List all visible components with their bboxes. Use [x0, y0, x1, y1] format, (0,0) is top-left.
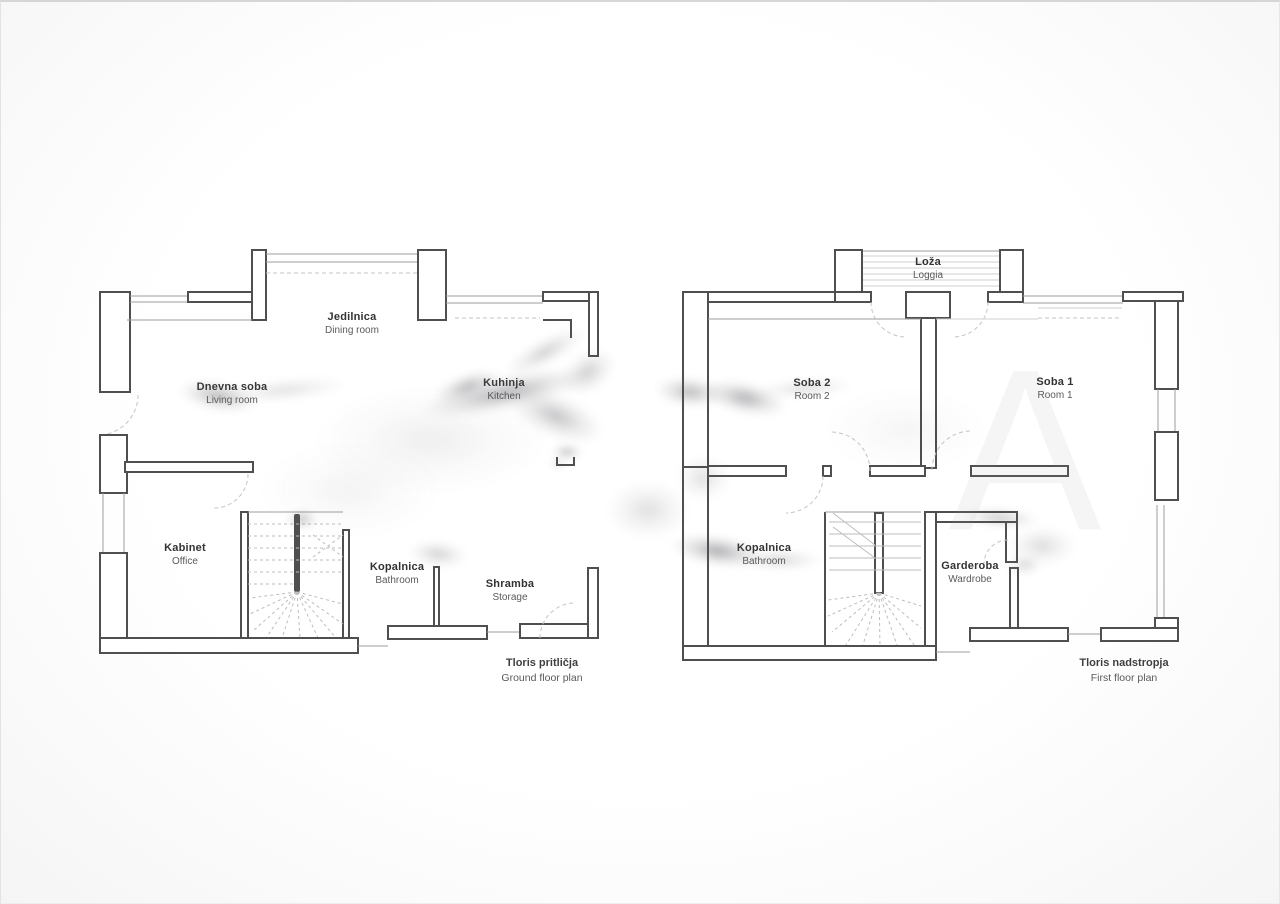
caption-subtitle: Ground floor plan — [501, 671, 583, 684]
room-name: Kabinet — [164, 542, 206, 554]
caption-title: Tloris pritličja — [505, 657, 579, 669]
room-name: Garderoba — [941, 560, 999, 572]
room-name: Jedilnica — [327, 311, 377, 323]
room-name: Soba 1 — [1036, 376, 1074, 388]
room-translation: Loggia — [912, 270, 944, 282]
room-translation: Wardrobe — [948, 574, 992, 586]
room-label-living: Dnevna soba Living room — [197, 380, 268, 407]
room-label-office: Kabinet Office — [164, 541, 206, 568]
room-name: Kopalnica — [736, 542, 792, 554]
room-label-loggia: Loža Loggia — [913, 255, 943, 282]
room-label-bathroom-ground: Kopalnica Bathroom — [370, 560, 424, 587]
first-floor-plan-walls — [682, 249, 1184, 661]
caption-first-floor: Tloris nadstropja First floor plan — [1079, 656, 1168, 685]
room-translation: Room 2 — [794, 391, 830, 403]
room-translation: Bathroom — [742, 556, 786, 568]
room-translation: Bathroom — [375, 575, 419, 587]
room-translation: Room 1 — [1037, 390, 1073, 402]
room-name: Loža — [915, 256, 941, 268]
room-name: Kuhinja — [483, 377, 525, 389]
caption-title: Tloris nadstropja — [1079, 657, 1169, 669]
room-translation: Kitchen — [487, 391, 521, 403]
room-name: Kopalnica — [369, 561, 425, 573]
room-label-wardrobe: Garderoba Wardrobe — [941, 559, 998, 586]
room-translation: Office — [172, 556, 198, 568]
room-name: Dnevna soba — [196, 381, 268, 393]
room-label-kitchen: Kuhinja Kitchen — [483, 376, 525, 403]
room-translation: Living room — [206, 395, 258, 407]
room-label-bathroom-first: Kopalnica Bathroom — [737, 541, 791, 568]
room-label-room2: Soba 2 Room 2 — [793, 376, 830, 403]
room-label-room1: Soba 1 Room 1 — [1036, 375, 1073, 402]
room-label-dining: Jedilnica Dining room — [325, 310, 379, 337]
room-label-storage: Shramba Storage — [486, 577, 534, 604]
room-translation: Storage — [492, 592, 528, 604]
room-name: Soba 2 — [793, 377, 831, 389]
ground-floor-plan-walls — [97, 249, 599, 654]
room-name: Shramba — [485, 578, 535, 590]
caption-ground-floor: Tloris pritličja Ground floor plan — [501, 656, 582, 685]
caption-subtitle: First floor plan — [1090, 671, 1158, 684]
room-translation: Dining room — [325, 325, 379, 337]
